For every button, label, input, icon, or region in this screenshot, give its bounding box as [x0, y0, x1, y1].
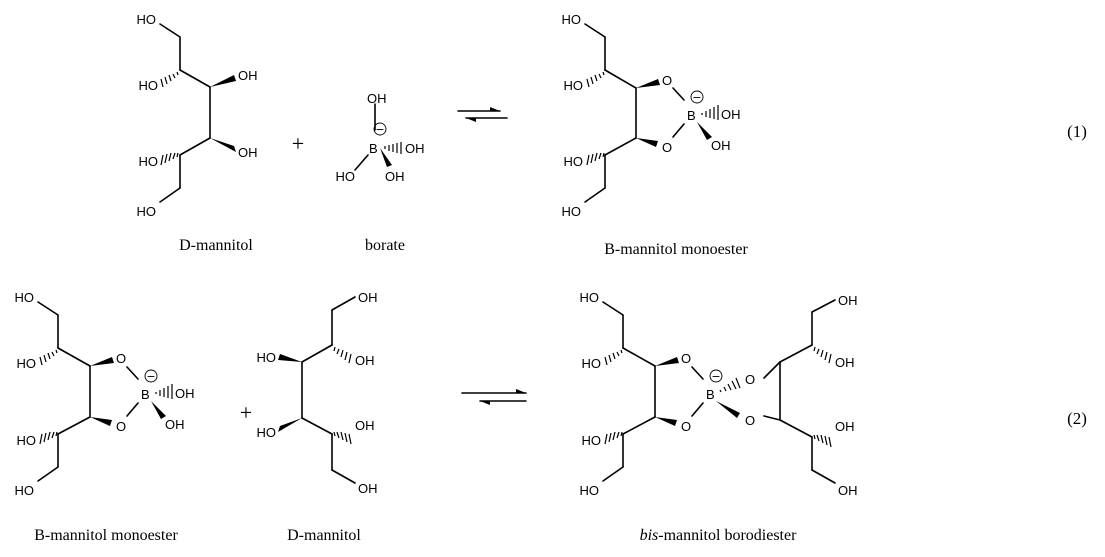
hydroxyl-label: OH	[405, 141, 425, 156]
boron-atom: B	[687, 108, 696, 123]
hydroxyl-label: HO	[582, 433, 602, 448]
equilibrium-arrow	[457, 107, 508, 122]
hydroxyl-label: OH	[175, 386, 195, 401]
hydroxyl-label: OH	[838, 483, 858, 498]
hydroxyl-label: HO	[139, 154, 159, 169]
hydroxyl-label: HO	[564, 78, 584, 93]
caption-bis-mannitol-borodiester: bis-mannitol borodiester	[640, 527, 798, 544]
hydroxyl-label: OH	[355, 418, 375, 433]
b-mannitol-monoester-structure-2: HO HO O B − OH OH O HO HO	[15, 290, 195, 498]
hydroxyl-label: OH	[238, 145, 258, 160]
ring-oxygen: O	[745, 372, 755, 387]
boron-atom: B	[369, 141, 378, 156]
equilibrium-arrow	[461, 389, 527, 405]
hydroxyl-label: HO	[137, 12, 157, 27]
caption-borate: borate	[365, 237, 405, 254]
d-mannitol-structure-1: HO HO OH HO OH HO	[137, 12, 258, 219]
hydroxyl-label: OH	[358, 481, 378, 496]
caption-italic-prefix: bis	[640, 527, 659, 544]
d-mannitol-structure-2: OH HO OH HO OH OH	[257, 290, 378, 496]
negative-charge: −	[692, 91, 701, 104]
caption-rest: -mannitol borodiester	[658, 527, 797, 544]
caption-b-mannitol-monoester: B-mannitol monoester	[34, 527, 178, 544]
caption-d-mannitol: D-mannitol	[287, 527, 361, 544]
hydroxyl-label: OH	[358, 290, 378, 305]
hydroxyl-label: HO	[139, 78, 159, 93]
hydroxyl-label: HO	[17, 356, 37, 371]
negative-charge: −	[146, 370, 155, 383]
hydroxyl-label: OH	[355, 353, 375, 368]
hydroxyl-label: OH	[835, 419, 855, 434]
hydroxyl-label: HO	[562, 12, 582, 27]
ring-oxygen: O	[681, 419, 691, 434]
hydroxyl-label: OH	[367, 91, 387, 106]
hydroxyl-label: HO	[15, 483, 35, 498]
hydroxyl-label: OH	[711, 138, 731, 153]
caption-b-mannitol-monoester: B-mannitol monoester	[604, 241, 748, 258]
hydroxyl-label: HO	[257, 350, 277, 365]
boron-atom: B	[706, 387, 715, 402]
hydroxyl-label: OH	[835, 355, 855, 370]
ring-oxygen: O	[662, 140, 672, 155]
boron-atom: B	[141, 387, 150, 402]
hydroxyl-label: OH	[385, 169, 405, 184]
hydroxyl-label: HO	[582, 356, 602, 371]
hydroxyl-label: HO	[257, 425, 277, 440]
ring-oxygen: O	[681, 351, 691, 366]
bis-mannitol-borodiester-structure: HO HO O B − O HO HO O O OH OH OH OH	[580, 290, 858, 498]
negative-charge: −	[375, 123, 384, 136]
hydroxyl-label: HO	[580, 483, 600, 498]
hydroxyl-label: HO	[564, 154, 584, 169]
hydroxyl-label: HO	[562, 204, 582, 219]
negative-charge: −	[711, 370, 720, 383]
plus-sign: +	[240, 400, 252, 425]
hydroxyl-label: OH	[721, 107, 741, 122]
hydroxyl-label: OH	[838, 293, 858, 308]
hydroxyl-label: HO	[580, 290, 600, 305]
hydroxyl-label: OH	[165, 417, 185, 432]
plus-sign: +	[292, 131, 304, 156]
hydroxyl-label: OH	[238, 68, 258, 83]
b-mannitol-monoester-structure-1: HO HO O B − OH OH O HO HO	[562, 12, 741, 219]
ring-oxygen: O	[662, 73, 672, 88]
ring-oxygen: O	[116, 419, 126, 434]
borate-structure: OH B − OH HO OH	[336, 91, 425, 184]
equation-number: (1)	[1067, 122, 1087, 141]
caption-d-mannitol: D-mannitol	[179, 237, 253, 254]
hydroxyl-label: HO	[137, 204, 157, 219]
hydroxyl-label: HO	[17, 433, 37, 448]
ring-oxygen: O	[116, 351, 126, 366]
hydroxyl-label: HO	[336, 169, 356, 184]
ring-oxygen: O	[745, 413, 755, 428]
equation-number: (2)	[1067, 409, 1087, 428]
hydroxyl-label: HO	[15, 290, 35, 305]
